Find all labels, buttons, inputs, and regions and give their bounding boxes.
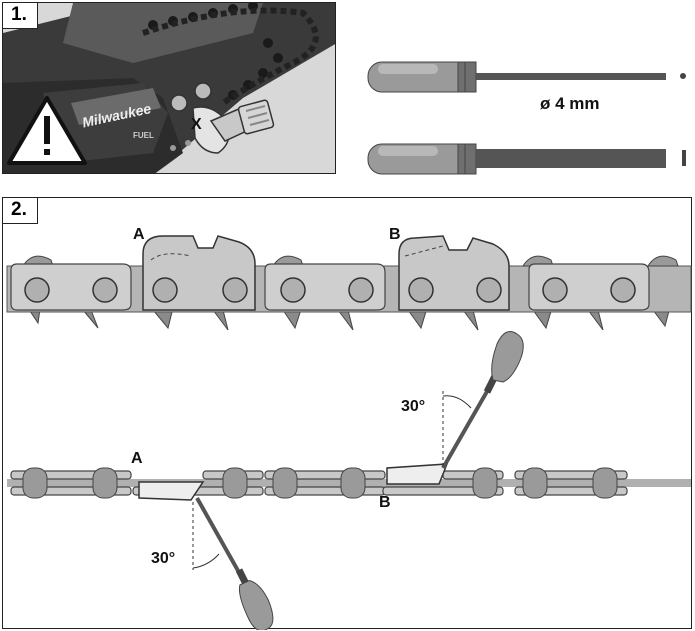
chain-side-view (7, 331, 691, 630)
round-file (367, 61, 686, 93)
step-1-panel: Milwaukee FUEL X 1. (2, 2, 336, 174)
step-2-panel: 2. A B A B 30° 30° (2, 197, 692, 630)
chain-diagram (6, 235, 692, 630)
flat-file (367, 143, 686, 175)
cutter-b-top-label: B (389, 226, 401, 243)
cutter-a-top-label: A (133, 226, 145, 243)
step-1-label: 1. (3, 3, 38, 29)
cutter-b-side-label: B (379, 494, 391, 511)
cutter-b-side (386, 463, 449, 485)
cutter-a-side-label: A (131, 450, 143, 467)
chain-top-view (6, 235, 692, 331)
warning-icon (7, 96, 87, 165)
angle-bottom-label: 30° (151, 550, 176, 567)
file-a (192, 497, 274, 630)
step-2-label: 2. (3, 198, 38, 224)
cutter-a-side (138, 481, 205, 501)
cross-mark: X (191, 116, 202, 133)
angle-top-label: 30° (401, 398, 426, 415)
file-b (441, 331, 524, 469)
fuel-text: FUEL (133, 131, 154, 140)
file-diameter-label: ø 4 mm (540, 94, 600, 113)
